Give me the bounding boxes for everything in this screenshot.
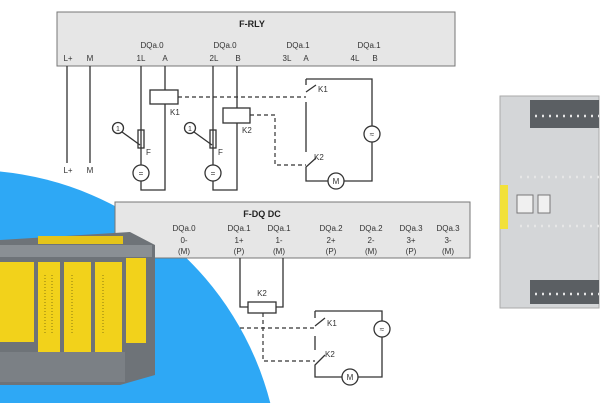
fuse-label: F <box>146 148 151 157</box>
callout-number: 1 <box>188 126 192 133</box>
contact-label: K1 <box>327 319 337 328</box>
relay-coil-k2 <box>247 301 277 314</box>
terminal-label: B <box>372 54 377 63</box>
terminal-label: 4L <box>351 54 360 63</box>
fuse-label: F <box>218 148 223 157</box>
dc-column-pol: (P) <box>326 247 337 256</box>
terminal-label: A <box>303 54 309 63</box>
callout-icon <box>111 121 125 135</box>
dc-source-icon <box>204 164 222 182</box>
channel-header: DQa.1 <box>286 41 310 50</box>
dc-source-icon <box>132 164 150 182</box>
ac-symbol: ≈ <box>380 325 385 334</box>
terminal-label: 1L <box>137 54 146 63</box>
ac-symbol: ≈ <box>370 130 375 139</box>
dc-column-term: 3+ <box>406 236 415 245</box>
dc-column-ch: DQa.3 <box>399 224 423 233</box>
contact-label: K1 <box>318 85 328 94</box>
dc-column-ch: DQa.2 <box>359 224 383 233</box>
dc-column-pol: (P) <box>406 247 417 256</box>
plc-hardware-image <box>0 232 155 385</box>
coil-label: K2 <box>257 289 267 298</box>
relay-module-image <box>499 95 600 309</box>
ac-source-icon <box>363 125 381 143</box>
f-dq-dc-wiring: K2 K1 K2 ≈ M <box>239 258 391 386</box>
bottom-label: M <box>87 166 94 175</box>
coil-label: K1 <box>170 108 180 117</box>
module-title: F-DQ DC <box>243 209 281 219</box>
dc-symbol: = <box>211 169 216 178</box>
dc-column-term: 3- <box>444 236 451 245</box>
dc-column-pol: (P) <box>234 247 245 256</box>
motor-label: M <box>333 177 340 186</box>
dc-column-pol: (M) <box>273 247 285 256</box>
f-dq-dc-module: F-DQ DC DQa.0 0- (M) DQa.1 1+ (P) DQa.1 1- (M) DQ… <box>114 201 471 259</box>
coil-label: K2 <box>242 126 252 135</box>
contact-label: K2 <box>325 350 335 359</box>
channel-header: DQa.0 <box>213 41 237 50</box>
motor-icon <box>327 172 345 190</box>
dc-column-pol: (M) <box>442 247 454 256</box>
dc-column-ch: DQa.0 <box>172 224 196 233</box>
dc-column-pol: (M) <box>365 247 377 256</box>
dc-column-term: 2- <box>367 236 374 245</box>
channel-header: DQa.0 <box>140 41 164 50</box>
dc-column-pol: (M) <box>178 247 190 256</box>
dc-column-ch: DQa.2 <box>319 224 343 233</box>
callout-icon <box>183 121 197 135</box>
dc-symbol: = <box>139 169 144 178</box>
contact-label: K2 <box>314 153 324 162</box>
callout-number: 1 <box>116 126 120 133</box>
module-title: F-RLY <box>239 19 265 29</box>
motor-label: M <box>347 373 354 382</box>
terminal-label: 3L <box>283 54 292 63</box>
ac-source-icon <box>373 320 391 338</box>
f-rly-wiring: L+ M K1 F = 1 K2 F = 1 K1 K2 ≈ M <box>63 66 381 191</box>
f-rly-module: F-RLY DQa.0 DQa.0 DQa.1 DQa.1 L+ M 1L A … <box>56 11 456 67</box>
fuse-icon <box>137 129 145 149</box>
dc-column-ch: DQa.1 <box>227 224 251 233</box>
dc-column-term: 2+ <box>326 236 335 245</box>
dc-column-ch: DQa.3 <box>436 224 460 233</box>
channel-header: DQa.1 <box>357 41 381 50</box>
terminal-label: 2L <box>210 54 219 63</box>
terminal-label: B <box>235 54 240 63</box>
relay-coil-k2 <box>222 107 251 124</box>
terminal-label: A <box>162 54 168 63</box>
fuse-icon <box>209 129 217 149</box>
terminal-label: L+ <box>63 54 72 63</box>
motor-icon <box>341 368 359 386</box>
relay-coil-k1 <box>149 89 179 105</box>
dc-column-ch: DQa.1 <box>267 224 291 233</box>
dc-column-term: 1+ <box>234 236 243 245</box>
bottom-label: L+ <box>63 166 72 175</box>
dc-column-term: 0- <box>180 236 187 245</box>
dc-column-term: 1- <box>275 236 282 245</box>
terminal-label: M <box>87 54 94 63</box>
